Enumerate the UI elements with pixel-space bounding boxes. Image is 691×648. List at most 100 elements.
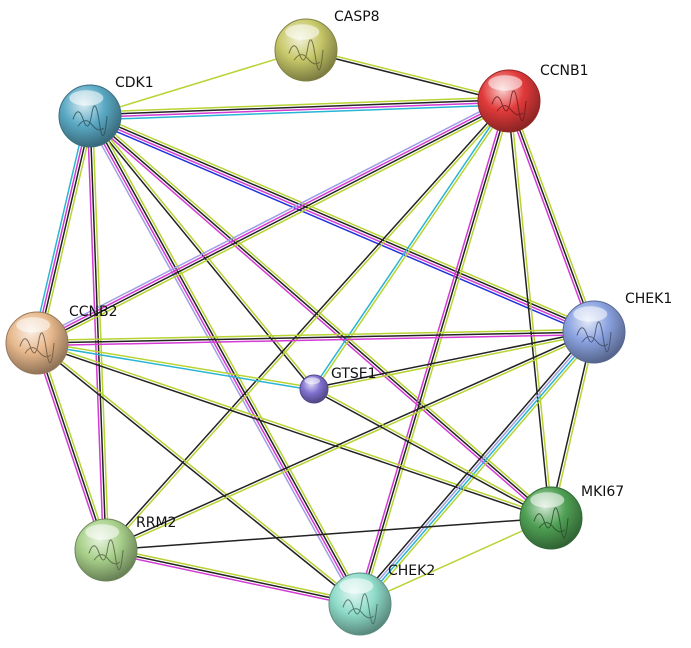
edge-line-coexpression: [88, 116, 314, 391]
edge-ccnb2-gtse1[interactable]: [36, 340, 315, 392]
edge-gtse1-mki67[interactable]: [313, 387, 552, 520]
protein-structure-icon: [72, 105, 108, 137]
edge-line-text-mining: [314, 332, 595, 392]
edge-line-text-mining: [40, 116, 95, 345]
edge-line-text-mining: [106, 101, 511, 552]
edge-chek1-gtse1[interactable]: [313, 329, 595, 392]
edge-line-text-mining: [91, 115, 110, 550]
edge-line-text-mining: [510, 99, 598, 332]
node-highlight: [304, 377, 321, 385]
node-highlight: [85, 524, 120, 540]
edge-line-coexpression: [105, 330, 594, 550]
edge-line-text-mining: [359, 517, 552, 605]
edge-line-databases: [312, 99, 509, 389]
node-label-chek2: CHEK2: [388, 563, 435, 579]
node-cdk1[interactable]: CDK1: [58, 75, 154, 148]
edge-line-text-mining: [36, 328, 594, 342]
edge-line-coexpression: [37, 101, 510, 345]
edge-line-databases: [360, 332, 596, 606]
edge-line-coexpression: [508, 100, 595, 333]
node-chek1[interactable]: CHEK1: [562, 291, 672, 364]
edge-cdk1-mki67[interactable]: [87, 113, 554, 521]
edge-line-experiments: [36, 99, 509, 343]
edge-line-coexpression: [89, 98, 509, 116]
edge-cdk1-rrm2[interactable]: [86, 115, 110, 551]
edge-line-text-mining: [314, 387, 552, 518]
edge-line-homology: [358, 330, 594, 604]
edge-line-experiments: [356, 100, 508, 604]
edge-line-experiments: [89, 116, 594, 334]
edge-line-coexpression: [305, 50, 509, 103]
edge-line-text-mining: [106, 332, 595, 552]
edge-line-homology: [85, 117, 358, 607]
edge-line-coexpression: [36, 343, 551, 520]
node-label-ccnb2: CCNB2: [69, 304, 118, 320]
edge-ccnb2-chek1[interactable]: [36, 328, 595, 347]
edge-line-databases: [36, 343, 314, 392]
edge-line-experiments: [88, 116, 360, 605]
node-label-mki67: MKI67: [581, 484, 624, 500]
edge-ccnb1-ccnb2[interactable]: [34, 96, 512, 348]
edge-cdk1-chek1[interactable]: [88, 111, 596, 337]
node-highlight: [488, 75, 523, 91]
node-label-casp8: CASP8: [334, 9, 380, 25]
edge-line-experiments: [35, 115, 90, 343]
edge-ccnb2-chek2[interactable]: [35, 341, 362, 606]
edge-ccnb2-rrm2[interactable]: [33, 341, 110, 552]
edge-line-coexpression: [36, 331, 595, 344]
edge-mki67-rrm2[interactable]: [105, 517, 552, 551]
node-chek2[interactable]: CHEK2: [328, 563, 435, 636]
node-label-rrm2: RRM2: [136, 515, 176, 531]
edge-line-other: [88, 118, 593, 337]
edge-line-coexpression: [313, 329, 594, 389]
edge-line-experiments: [87, 117, 550, 521]
node-rrm2[interactable]: RRM2: [74, 515, 176, 582]
edge-ccnb1-rrm2[interactable]: [104, 99, 511, 552]
edge-cdk1-casp8[interactable]: [89, 49, 307, 117]
edge-line-text-mining: [38, 103, 512, 348]
edge-ccnb1-gtse1[interactable]: [312, 99, 511, 391]
edge-cdk1-ccnb2[interactable]: [32, 114, 95, 345]
edge-line-coexpression: [359, 100, 510, 605]
node-label-cdk1: CDK1: [115, 75, 154, 91]
edge-chek1-mki67[interactable]: [549, 331, 596, 519]
node-ccnb1[interactable]: CCNB1: [477, 63, 589, 133]
edge-line-text-mining: [89, 49, 307, 117]
edge-line-text-mining: [306, 48, 510, 101]
edge-rrm2-chek2[interactable]: [105, 546, 361, 608]
edge-line-experiments: [37, 333, 595, 347]
edge-line-text-mining: [551, 332, 596, 519]
node-highlight: [339, 578, 374, 594]
edge-chek1-rrm2[interactable]: [105, 330, 595, 552]
edge-ccnb1-chek2[interactable]: [356, 100, 513, 605]
node-label-chek1: CHEK1: [625, 291, 672, 307]
node-gtse1[interactable]: GTSE1: [299, 366, 377, 404]
edge-casp8-ccnb1[interactable]: [305, 48, 510, 103]
node-mki67[interactable]: MKI67: [519, 484, 624, 550]
node-ccnb2[interactable]: CCNB2: [5, 304, 118, 375]
edge-line-coexpression: [105, 549, 361, 605]
edge-line-text-mining: [362, 334, 598, 608]
edge-cdk1-chek2[interactable]: [85, 113, 365, 607]
edge-line-text-mining: [314, 101, 511, 391]
edge-cdk1-ccnb1[interactable]: [89, 96, 510, 121]
protein-structure-icon: [342, 593, 378, 625]
edge-line-coexpression: [36, 342, 107, 551]
edge-cdk1-gtse1[interactable]: [88, 114, 316, 391]
edge-line-text-mining: [91, 111, 596, 330]
edge-chek1-chek2[interactable]: [356, 328, 598, 608]
edge-line-homology: [34, 96, 508, 341]
protein-structure-icon: [491, 90, 527, 122]
edge-line-text-mining: [92, 113, 365, 603]
edge-line-text-mining: [91, 113, 554, 517]
edge-line-text-mining: [37, 341, 362, 604]
protein-structure-icon: [88, 539, 124, 571]
edge-ccnb1-mki67[interactable]: [506, 100, 554, 519]
edge-line-experiments: [105, 551, 360, 608]
edge-mki67-chek2[interactable]: [359, 517, 552, 605]
edge-ccnb1-chek1[interactable]: [505, 99, 598, 334]
node-casp8[interactable]: CASP8: [274, 9, 380, 82]
edge-line-text-mining: [361, 101, 513, 605]
edge-line-coexpression: [90, 115, 362, 604]
